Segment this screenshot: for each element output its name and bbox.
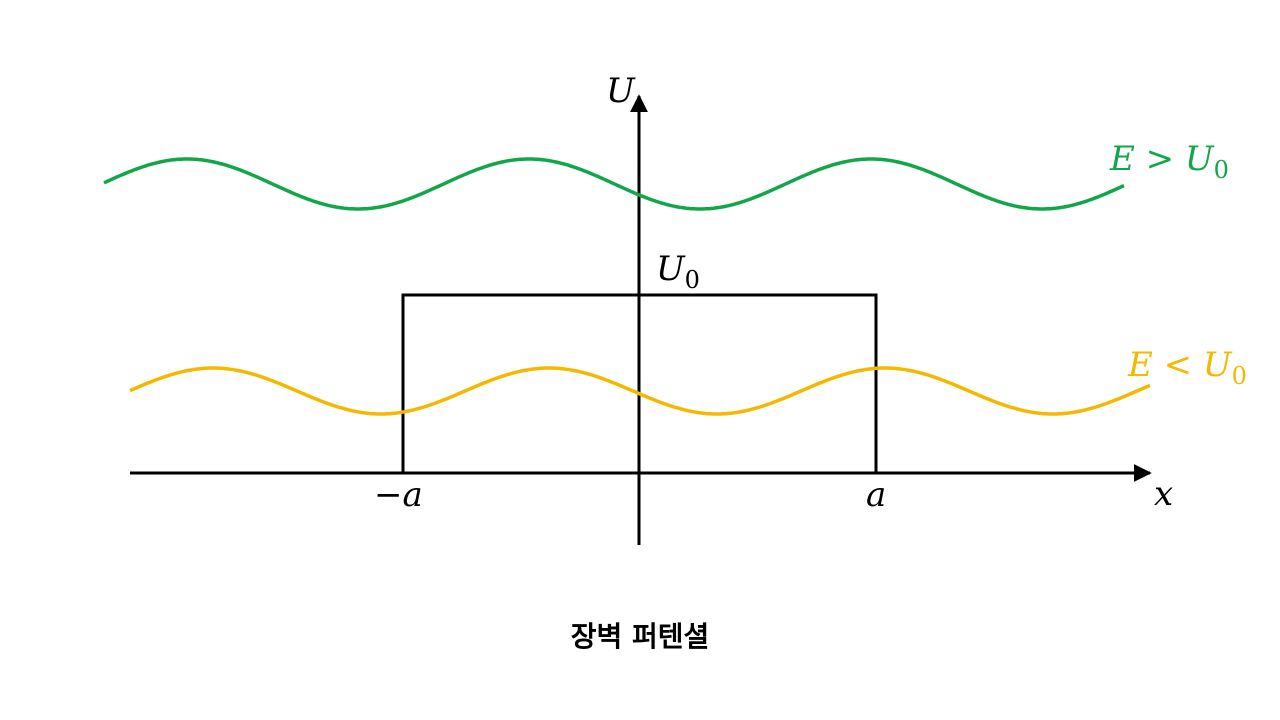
wave-energy-above-barrier — [103, 157, 1125, 211]
upper-wave-label: E > U0 — [1109, 139, 1229, 184]
right-edge-label: a — [866, 475, 886, 515]
y-axis-label: U — [606, 71, 636, 111]
left-edge-label: −a — [374, 475, 423, 515]
x-axis-label: x — [1154, 474, 1173, 514]
diagram-caption: 장벽 퍼텐셜 — [570, 620, 710, 653]
barrier-outline — [401, 293, 878, 473]
wave-energy-below-barrier — [129, 366, 1151, 416]
barrier-height-label: U0 — [656, 249, 700, 294]
lower-wave-label: E < U0 — [1127, 345, 1247, 390]
